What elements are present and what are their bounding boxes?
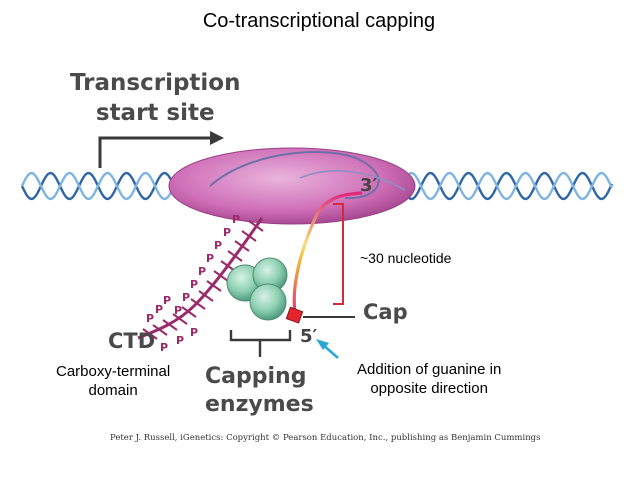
nucleotide-length-label: ~30 nucleotide (360, 250, 452, 266)
ctd-tail (137, 217, 264, 340)
guanine-line-2: opposite direction (370, 380, 488, 397)
page-title: Co-transcriptional capping (202, 10, 436, 32)
phosphate-label: P (160, 341, 169, 354)
ctd-repeat-tick (172, 313, 188, 325)
nascent-rna (292, 191, 363, 319)
capping-line-2: enzymes (205, 392, 314, 417)
capping-line-1: Capping (205, 364, 307, 389)
carboxy-line-2: domain (88, 382, 138, 399)
phosphate-label: P (190, 326, 199, 339)
transcription-start-label: Transcription start site (70, 68, 240, 128)
three-prime-label: 3′ (360, 175, 378, 196)
carboxy-terminal-label: Carboxy-terminal domain (56, 362, 170, 400)
ctd-repeat-tick (198, 290, 214, 302)
phosphate-label: P (182, 291, 191, 304)
capping-enzymes-bracket (229, 330, 292, 357)
ctd-repeat-tick (152, 324, 168, 336)
tss-line-2: start site (95, 100, 215, 126)
guanine-line-1: Addition of guanine in (357, 361, 502, 378)
guanine-arrow (316, 339, 339, 359)
phosphate-label: P (155, 303, 164, 316)
rna-polymerase (168, 147, 416, 225)
ctd-repeat-tick (213, 270, 229, 282)
carboxy-line-1: Carboxy-terminal (56, 363, 171, 380)
ctd-label: CTD (108, 329, 156, 353)
phosphate-label: P (190, 278, 199, 291)
nucleotide-bracket (333, 203, 344, 305)
phosphate-label: P (163, 294, 172, 307)
ctd-repeat-tick (248, 220, 264, 232)
phosphate-label: P (174, 304, 183, 317)
ctd-repeat-tick (234, 240, 250, 252)
ctd-repeat-tick (142, 328, 158, 340)
cap-label: Cap (363, 300, 408, 324)
dna-bubble-strand (209, 151, 380, 200)
phosphate-label: P (232, 213, 241, 226)
phosphate-label: P (198, 265, 207, 278)
cap-guanine (285, 306, 304, 324)
ctd-repeat-tick (162, 319, 178, 331)
phosphate-label: P (146, 312, 155, 325)
capping-enzymes-label: Capping enzymes (205, 363, 314, 419)
five-prime-label: 5′ (300, 326, 318, 347)
transcription-start-arrow (98, 131, 224, 168)
phosphate-label: P (214, 239, 223, 252)
copyright-notice: Peter J. Russell, iGenetics: Copyright ©… (110, 433, 541, 443)
phosphate-label: P (176, 334, 185, 347)
tss-line-1: Transcription (70, 70, 241, 96)
dna-bubble-strand-2 (299, 170, 406, 191)
ctd-repeat-tick (241, 230, 257, 242)
ctd-repeat-tick (206, 280, 222, 292)
phosphate-label: P (223, 226, 232, 239)
capping-enzymes (226, 257, 288, 321)
phosphate-label: P (206, 252, 215, 265)
guanine-addition-label: Addition of guanine in opposite directio… (357, 360, 501, 398)
ctd-repeat-tick (227, 250, 243, 262)
ctd-repeat-tick (181, 306, 197, 318)
ctd-repeat-tick (190, 298, 206, 310)
